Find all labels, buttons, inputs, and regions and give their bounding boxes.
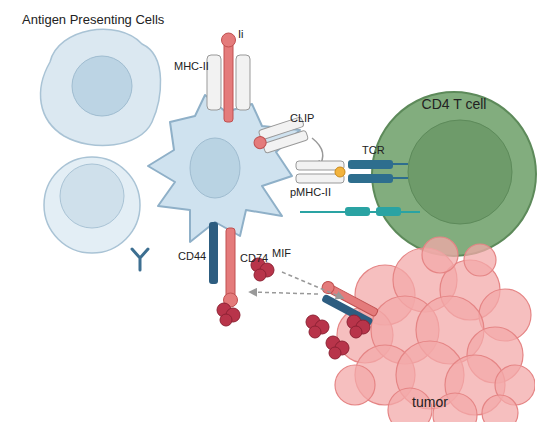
tcr-chain — [348, 174, 393, 183]
part-label: Ii — [238, 28, 244, 40]
b-cell-body — [44, 157, 140, 253]
mhc-chain — [258, 117, 304, 140]
dendritic-cell — [148, 95, 300, 242]
peptide — [335, 167, 345, 177]
mif-blob — [217, 303, 240, 326]
tumor-cell — [422, 237, 458, 273]
antibody-symbol — [132, 249, 148, 270]
part-label: CLIP — [290, 112, 314, 124]
mhc-ii-with-ii — [207, 33, 250, 122]
cd44-receptor — [321, 294, 373, 327]
dendritic-cell-nucleus — [190, 138, 240, 198]
cd44-receptor — [209, 222, 218, 284]
part-label: TCR — [362, 144, 385, 156]
ii-chain — [224, 42, 233, 122]
cd74-receptor — [226, 228, 235, 300]
t-cell-circle: CD4 T cell — [370, 90, 538, 258]
mhc-chain — [263, 130, 309, 153]
mif-blob — [347, 315, 370, 338]
secretion-arrow — [250, 292, 318, 294]
secretion-arrow — [282, 272, 343, 298]
coreceptor-domain — [345, 207, 370, 216]
b-cell-nucleus — [60, 164, 124, 228]
tumor-receptor — [316, 279, 380, 326]
cd74-receptor — [326, 284, 378, 317]
tumor-cell — [335, 365, 375, 405]
tumor-cluster: tumor — [325, 235, 535, 422]
tumor-cluster-shape — [325, 235, 535, 422]
part-label: MHC-II — [174, 60, 209, 72]
part-label: CD44 — [178, 250, 206, 262]
mif-blob — [326, 336, 349, 359]
part-label: MIF — [272, 247, 291, 259]
t-cell-circle-shape — [370, 90, 538, 258]
mif-blob — [251, 258, 274, 281]
cd74-head — [320, 279, 336, 295]
mif-blob — [306, 315, 329, 338]
cd74-head — [224, 293, 238, 307]
coreceptor-line — [300, 211, 420, 213]
tumor-cell — [482, 395, 518, 422]
pmhc-ii — [296, 161, 345, 183]
cd44-cd74 — [209, 222, 238, 307]
part-label: pMHC-II — [290, 186, 331, 198]
mhc-chain — [296, 161, 344, 170]
clip-peptide — [253, 135, 268, 150]
macrophage-body — [41, 29, 161, 145]
t-cell-nucleus — [408, 120, 512, 224]
mhc-chain — [207, 55, 221, 110]
tcr-chain — [348, 160, 393, 169]
exchange-arrow — [312, 138, 323, 168]
coreceptor-domain — [376, 207, 401, 216]
macrophage-nucleus — [72, 56, 132, 116]
b-cell — [44, 157, 148, 270]
mif-molecules — [217, 258, 370, 359]
tcr-tail — [393, 177, 408, 179]
part-label: CD74 — [240, 252, 268, 264]
diagram-title: Antigen Presenting Cells — [22, 12, 164, 27]
tumor-cell — [464, 244, 496, 276]
mhc-chain — [296, 174, 344, 183]
ii-head — [222, 33, 236, 47]
tcr-tail — [393, 163, 408, 165]
mhc-chain — [236, 55, 250, 110]
tcr — [348, 160, 408, 183]
macrophage — [41, 29, 161, 145]
node-text: CD4 T cell — [422, 96, 487, 112]
dendritic-cell-body — [148, 95, 300, 242]
mhc-clip — [251, 117, 309, 156]
t-cell-body — [372, 92, 536, 256]
coreceptor — [300, 207, 420, 216]
node-text: tumor — [412, 394, 448, 410]
